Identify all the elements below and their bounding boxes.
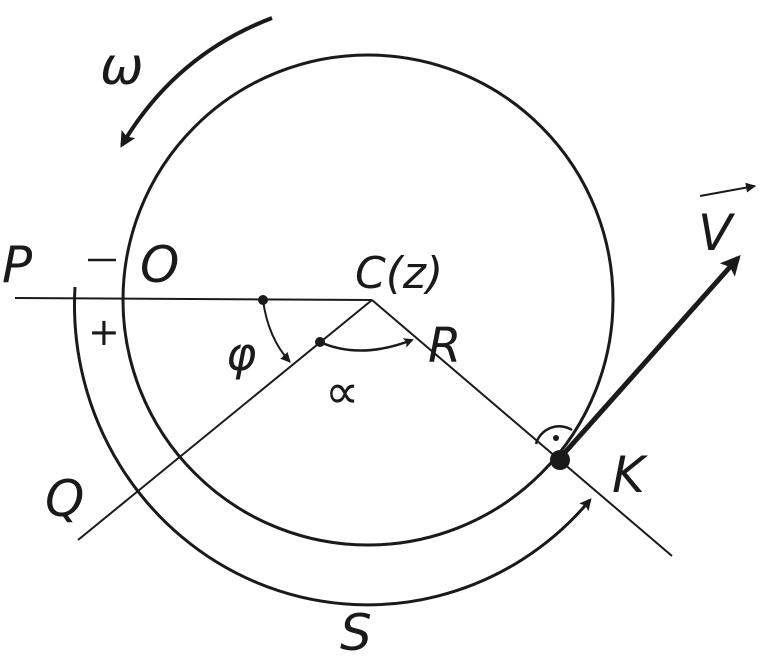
right-angle-mark — [534, 425, 573, 445]
arc-s-coordinate — [73, 286, 592, 607]
label-omega: ω — [100, 37, 144, 97]
omega-rotation-arrow — [120, 16, 273, 148]
label-plus: + — [88, 310, 120, 354]
label-q: Q — [45, 470, 84, 528]
label-phi: φ — [226, 327, 256, 381]
label-k: K — [612, 446, 649, 504]
label-r: R — [428, 318, 461, 374]
reference-line-pc — [14, 297, 373, 301]
radius-line-c-k — [371, 299, 673, 557]
right-angle-dot — [553, 435, 559, 441]
label-p: P — [2, 236, 33, 294]
main-circle — [121, 53, 615, 547]
v-overline-arrow — [699, 182, 756, 197]
velocity-vector — [558, 255, 741, 460]
label-o: O — [140, 236, 179, 294]
point-k — [550, 450, 570, 470]
alpha-angle-arrow — [319, 338, 414, 352]
label-v: V — [698, 204, 736, 262]
phi-angle-arrow — [262, 299, 291, 363]
label-alpha: ∝ — [325, 364, 359, 420]
label-s: S — [340, 604, 372, 662]
line-q-c — [77, 299, 373, 541]
label-center: C(z) — [355, 248, 443, 299]
